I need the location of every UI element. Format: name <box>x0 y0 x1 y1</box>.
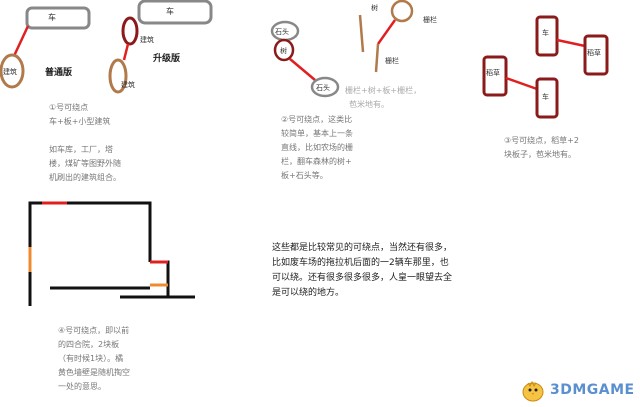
courtyard-outer-wall <box>28 201 152 306</box>
summary-note-line: 是可以绕的地方。 <box>272 288 345 298</box>
caption-4-line: 的四合院，2块板 <box>58 340 120 349</box>
caption-2-line: 栏，翻车森林的树+ <box>281 157 352 166</box>
building3-label: 建筑 <box>121 81 135 89</box>
caption-1-line: 如车库，工厂，塔 <box>49 145 113 154</box>
grass-right-label: 稻草 <box>587 49 601 57</box>
caption-2-right-line: 苞米地有。 <box>349 100 389 109</box>
caption-2-line: 板+石头等。 <box>281 171 328 180</box>
car-top-label: 车 <box>542 29 549 37</box>
car-bottom-label: 车 <box>542 93 549 101</box>
building-ellipse <box>0 53 25 89</box>
caption-4-line: （有时候1块）。橘 <box>58 354 124 363</box>
car-box-top <box>535 15 559 57</box>
caption-4-line: 一处的意思。 <box>58 382 106 391</box>
caption-2-right: 栅栏+树+板+栅栏， 苞米地有。 <box>345 84 421 112</box>
summary-note-line: 比如废车场的拖拉机后面的一2辆车那里，也 <box>272 258 449 268</box>
caption-1-line: 车+板+小型建筑 <box>49 117 111 126</box>
caption-3-line: ③号可绕点，稻草+2 <box>504 136 579 145</box>
caption-2-right-line: 栅栏+树+板+栅栏， <box>345 86 422 95</box>
summary-note-line: 可以绕。还有很多很多很多，人皇一眼望去全 <box>272 273 453 283</box>
caption-2-line: 直线，比如农场的栅 <box>281 143 353 152</box>
car-box-upgrade <box>137 0 213 25</box>
summary-note: 这些都是比较常见的可绕点，当然还有很多， 比如废车场的拖拉机后面的一2辆车那里，… <box>272 241 452 301</box>
fence-line-right <box>374 43 380 73</box>
caption-1: ①号可绕点 车+板+小型建筑 如车库，工厂，塔 楼，煤矿等图野外随 机刷出的建筑… <box>49 101 121 185</box>
car-box <box>25 6 91 30</box>
caption-1-line: 机刷出的建筑组合。 <box>49 173 121 182</box>
building-ellipse-top <box>121 16 139 46</box>
tree-label: 树 <box>280 47 287 55</box>
caption-3: ③号可绕点，稻草+2 块板子，苞米地有。 <box>504 134 579 162</box>
grass-left-label: 稻草 <box>486 69 500 77</box>
board-line-top <box>556 38 586 48</box>
grass-box-left <box>482 55 508 97</box>
courtyard-inner-wall <box>120 260 170 299</box>
car2-label: 车 <box>166 7 174 16</box>
building-ellipse-bottom <box>108 58 128 94</box>
caption-4-line: 黄色墙壁是随机掏空 <box>58 368 130 377</box>
fence-line-left <box>358 14 365 53</box>
watermark-text: 3DMGAME <box>550 382 635 398</box>
connector-line-upgrade <box>122 43 130 61</box>
caption-2-line: ②号可绕点，这类比 <box>281 115 353 124</box>
board-line-bottom <box>505 76 538 91</box>
stone-ellipse-bottom <box>310 76 340 98</box>
caption-3-line: 块板子，苞米地有。 <box>504 150 576 159</box>
caption-1-line: 楼，煤矿等图野外随 <box>49 159 121 168</box>
caption-2: ②号可绕点，这类比 较简单，基本上一条 直线，比如农场的栅 栏，翻车森林的树+ … <box>281 113 353 183</box>
fence-label: 栅栏 <box>423 16 437 24</box>
connector-line-2 <box>289 58 316 81</box>
connector-line <box>12 25 30 57</box>
chick-mascot-icon <box>522 380 544 402</box>
caption-4-line: ④号可绕点，即以前 <box>58 326 130 335</box>
building-label: 建筑 <box>3 68 17 76</box>
basic-version-label: 普通版 <box>45 68 73 78</box>
board-line <box>376 19 397 45</box>
caption-1-line <box>49 129 121 143</box>
caption-1-line: ①号可绕点 <box>49 103 89 112</box>
tree-ellipse-2 <box>390 0 414 23</box>
car-box-bottom <box>535 77 559 119</box>
grass-box-right <box>583 34 609 76</box>
caption-2-line: 较简单，基本上一条 <box>281 129 353 138</box>
stone-label: 石头 <box>275 28 289 36</box>
caption-4: ④号可绕点，即以前 的四合院，2块板 （有时候1块）。橘 黄色墙壁是随机掏空 一… <box>58 324 130 394</box>
stone2-label: 石头 <box>316 84 330 92</box>
tree-ellipse <box>273 38 295 62</box>
building2-label: 建筑 <box>140 36 154 44</box>
watermark: 3DMGAME <box>520 376 638 404</box>
tree2-label: 树 <box>371 4 378 12</box>
fence2-label: 栅栏 <box>385 57 399 65</box>
upgrade-version-label: 升级版 <box>153 54 181 64</box>
car-label: 车 <box>48 13 56 22</box>
summary-note-line: 这些都是比较常见的可绕点，当然还有很多， <box>272 243 453 253</box>
